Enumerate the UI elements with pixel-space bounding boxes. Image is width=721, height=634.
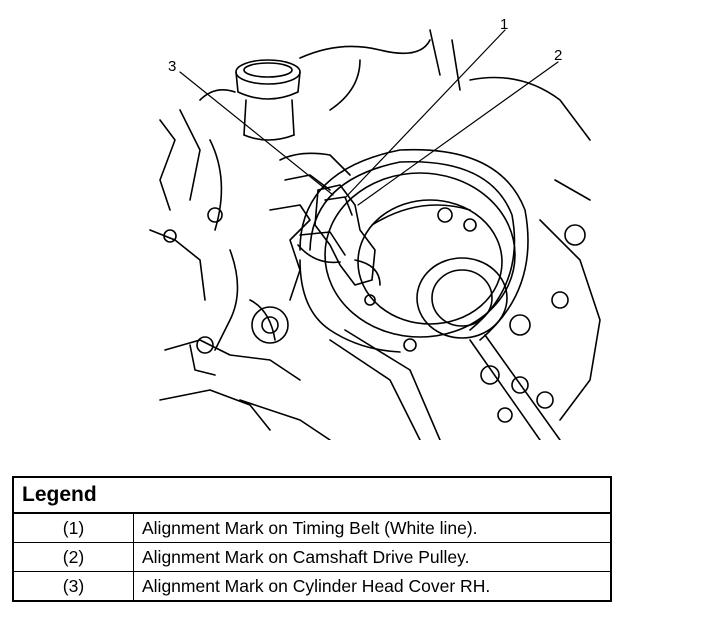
alignment-clip: [297, 184, 381, 286]
legend-row: (2) Alignment Mark on Camshaft Drive Pul…: [12, 542, 612, 572]
engine-line-drawing: [149, 29, 601, 441]
engine-illustration: 1 2 3: [130, 0, 610, 441]
legend-row: (3) Alignment Mark on Cylinder Head Cove…: [12, 571, 612, 602]
legend-row: (1) Alignment Mark on Timing Belt (White…: [12, 512, 612, 543]
legend-description: Alignment Mark on Cylinder Head Cover RH…: [133, 571, 612, 602]
legend-title: Legend: [12, 476, 612, 514]
callout-1: 1: [500, 16, 509, 33]
background-hoses: [149, 29, 591, 301]
callout-3: 3: [168, 58, 177, 75]
legend-number: (2): [12, 542, 134, 572]
legend-number: (1): [12, 512, 134, 543]
camshaft-drive-pulley: [324, 172, 516, 352]
legend-table: Legend (1) Alignment Mark on Timing Belt…: [12, 476, 612, 602]
legend-number: (3): [12, 571, 134, 602]
lower-left-parts: [159, 336, 331, 441]
right-side-bolts: [480, 179, 601, 423]
callout-2: 2: [554, 47, 563, 64]
reservoir-cap: [235, 59, 301, 141]
timing-belt: [299, 148, 561, 441]
callout-leaders: [179, 29, 559, 206]
cylinder-head-cover: [163, 152, 351, 351]
legend-description: Alignment Mark on Camshaft Drive Pulley.: [133, 542, 612, 572]
legend-description: Alignment Mark on Timing Belt (White lin…: [133, 512, 612, 543]
